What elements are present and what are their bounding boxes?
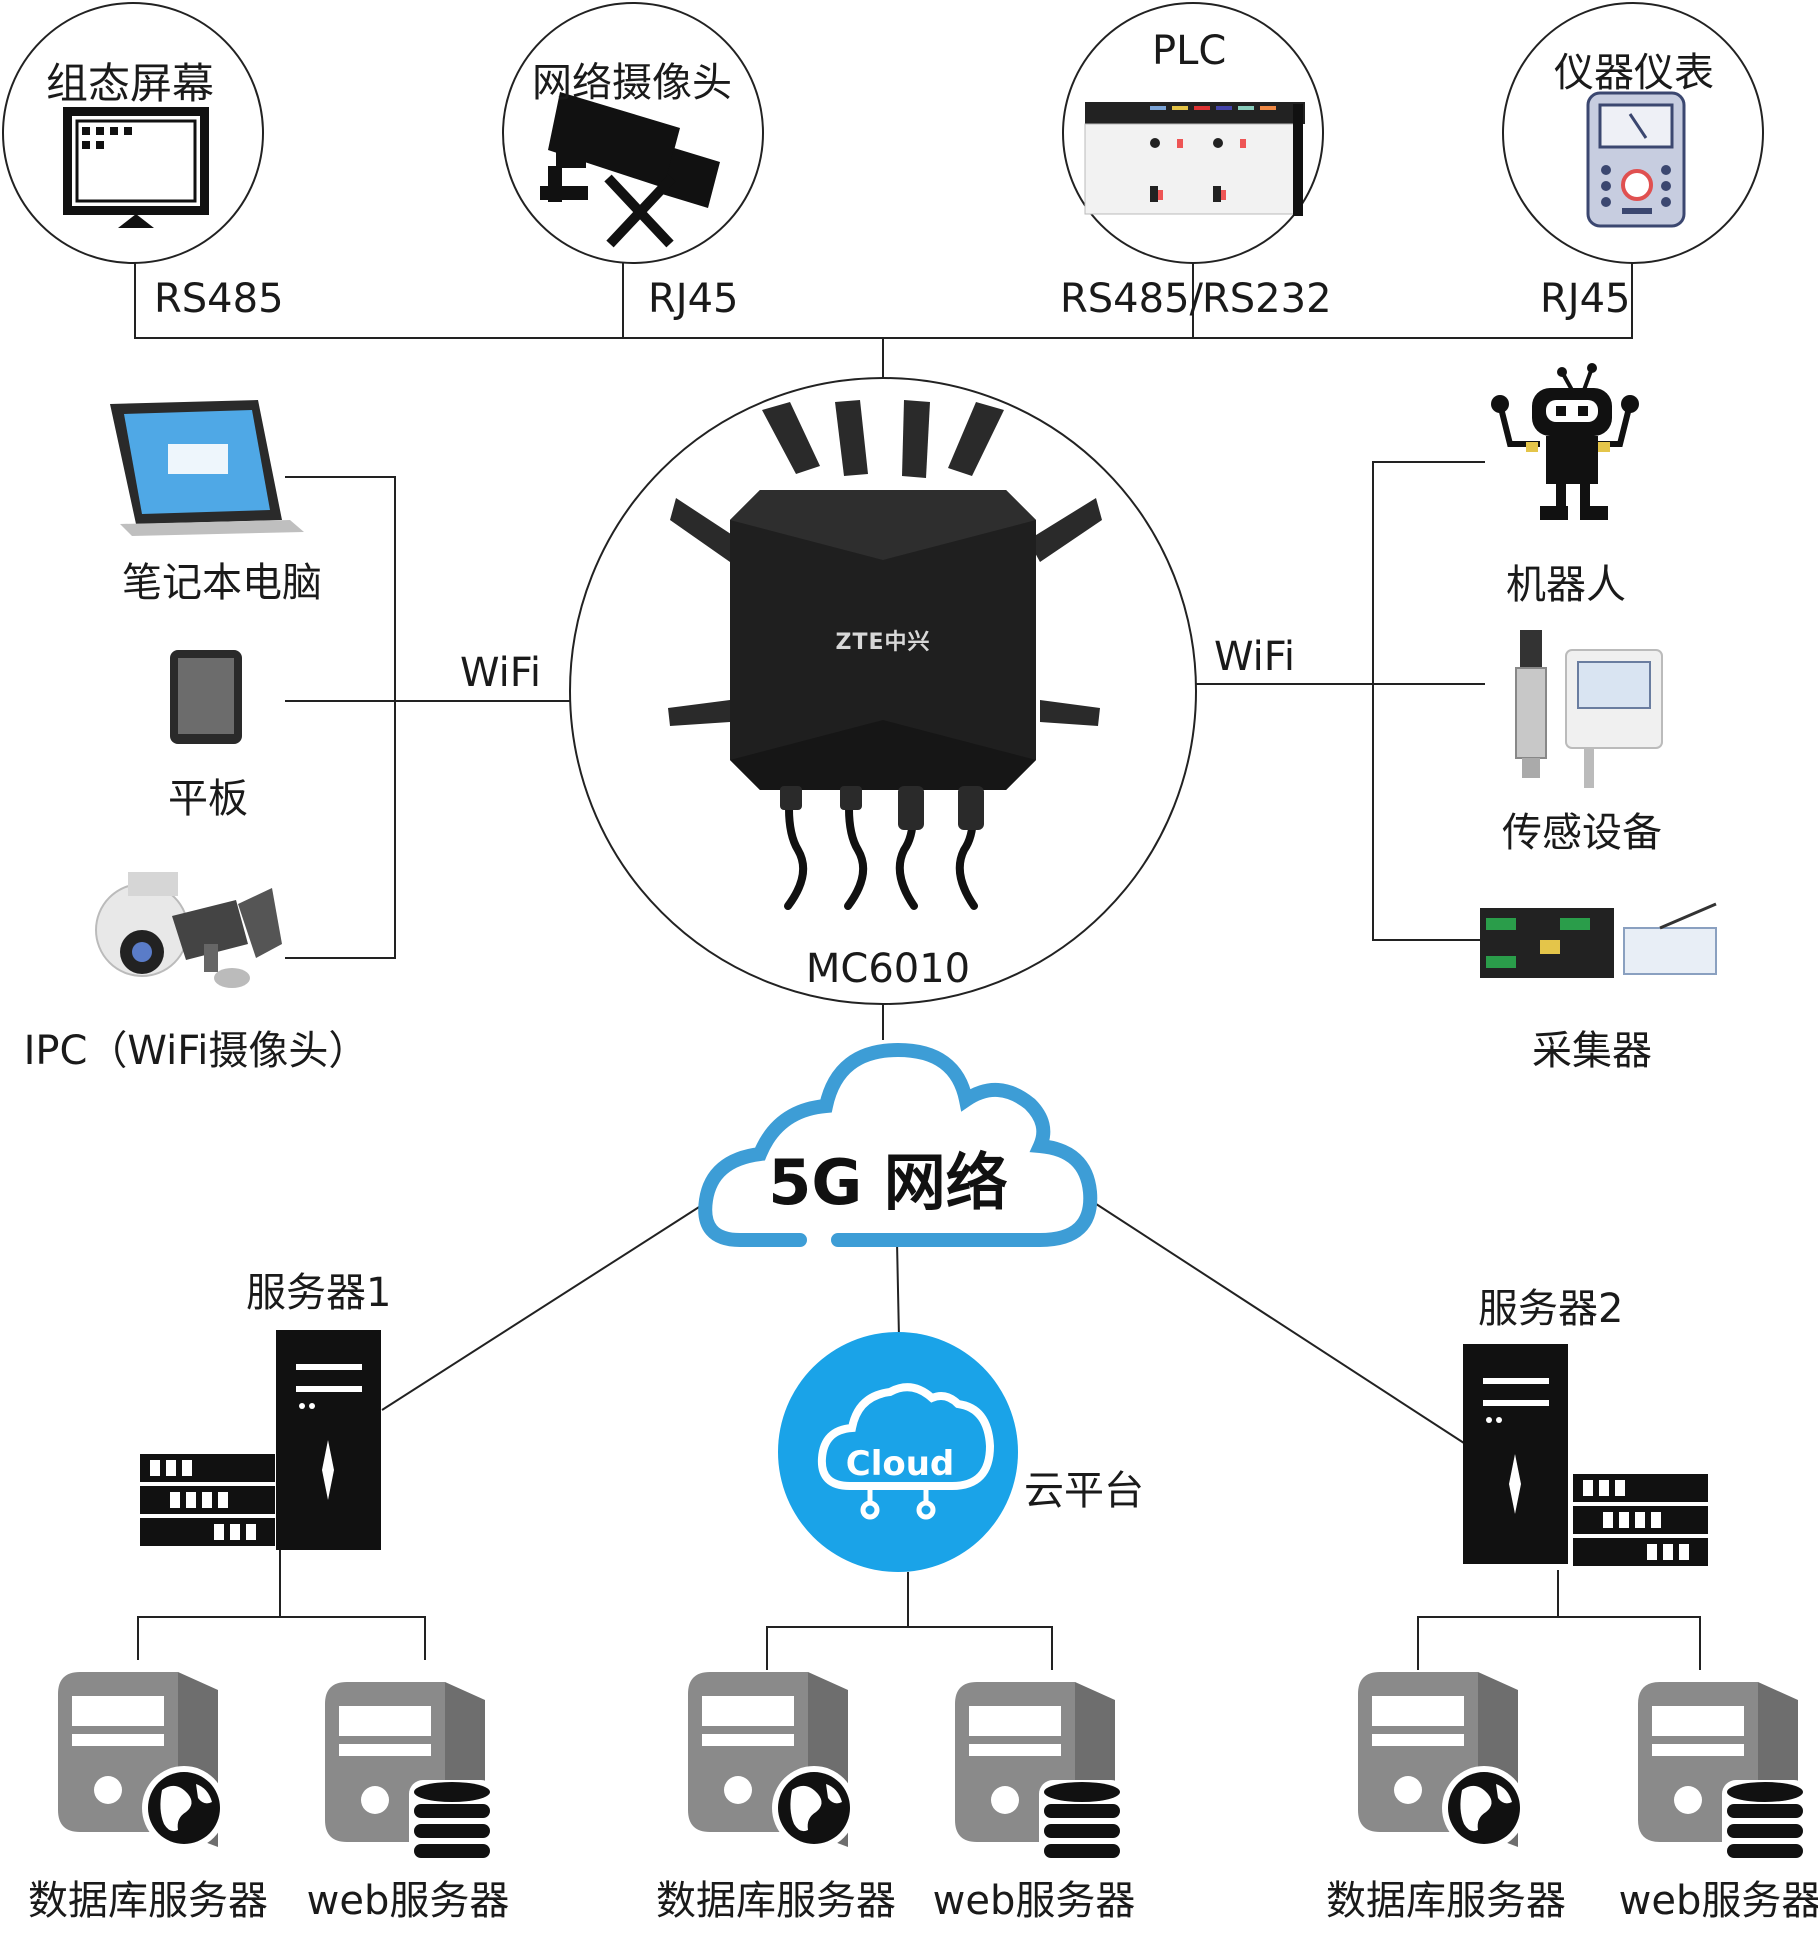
web-server-label-3: web服务器 bbox=[1618, 1878, 1818, 1924]
web-server-icon-2 bbox=[955, 1682, 1125, 1864]
db-server-icon-1 bbox=[58, 1672, 226, 1850]
monitor-icon bbox=[63, 107, 209, 228]
tablet-label: 平板 bbox=[168, 776, 248, 822]
connection-lines bbox=[134, 260, 1701, 1670]
db-server-icon-2 bbox=[688, 1672, 856, 1850]
plc-label: PLC bbox=[1152, 28, 1227, 74]
plc-module-icon bbox=[1084, 102, 1305, 216]
plc-port-right-label: RS232 bbox=[1202, 276, 1332, 322]
cloud-platform-label: 云平台 bbox=[1024, 1468, 1144, 1514]
collector-label: 采集器 bbox=[1532, 1028, 1652, 1074]
web-server-label-1: web服务器 bbox=[306, 1878, 510, 1924]
web-server-label-2: web服务器 bbox=[932, 1878, 1136, 1924]
ipc-cameras-icon bbox=[95, 872, 282, 988]
left-wifi-label: WiFi bbox=[460, 650, 541, 696]
5g-network-label: 5G 网络 bbox=[768, 1146, 1008, 1219]
laptop-label: 笔记本电脑 bbox=[122, 560, 322, 606]
web-server-icon-3 bbox=[1638, 1682, 1808, 1864]
plc-port-left-label: RS485/ bbox=[1060, 276, 1204, 322]
tablet-icon bbox=[170, 650, 242, 744]
5g-cloud-shape bbox=[698, 1042, 1098, 1247]
robot-label: 机器人 bbox=[1506, 562, 1626, 608]
cloud-platform-icon bbox=[778, 1332, 1018, 1572]
server2-label: 服务器2 bbox=[1478, 1286, 1624, 1332]
db-server-label-2: 数据库服务器 bbox=[656, 1878, 896, 1924]
db-server-label-3: 数据库服务器 bbox=[1326, 1878, 1566, 1924]
db-server-label-1: 数据库服务器 bbox=[28, 1878, 268, 1924]
screen-port-label: RS485 bbox=[154, 276, 284, 322]
server1-icon bbox=[140, 1330, 381, 1550]
db-server-icon-3 bbox=[1358, 1672, 1526, 1850]
data-collector-icon bbox=[1480, 902, 1717, 978]
camera-label: 网络摄像头 bbox=[532, 60, 732, 106]
router-device-icon bbox=[668, 400, 1102, 910]
sensor-devices-icon bbox=[1515, 630, 1663, 788]
meter-label: 仪器仪表 bbox=[1554, 50, 1714, 96]
router-model-label: MC6010 bbox=[805, 946, 971, 992]
right-wifi-label: WiFi bbox=[1214, 634, 1295, 680]
instrument-meter-icon bbox=[1586, 91, 1686, 228]
web-server-icon-1 bbox=[325, 1682, 495, 1864]
robot-icon bbox=[1491, 363, 1639, 520]
camera-port-label: RJ45 bbox=[648, 276, 739, 322]
ipc-label: IPC（WiFi摄像头） bbox=[23, 1028, 369, 1074]
router-brand-label: ZTE中兴 bbox=[835, 630, 931, 655]
laptop-icon bbox=[110, 400, 304, 536]
sensor-label: 传感设备 bbox=[1502, 810, 1662, 856]
server1-label: 服务器1 bbox=[246, 1270, 392, 1316]
cloud-icon-text: Cloud bbox=[845, 1444, 955, 1484]
screen-label: 组态屏幕 bbox=[46, 59, 215, 108]
meter-port-label: RJ45 bbox=[1540, 276, 1631, 322]
server2-icon bbox=[1463, 1344, 1708, 1566]
cctv-camera-icon bbox=[540, 92, 720, 248]
